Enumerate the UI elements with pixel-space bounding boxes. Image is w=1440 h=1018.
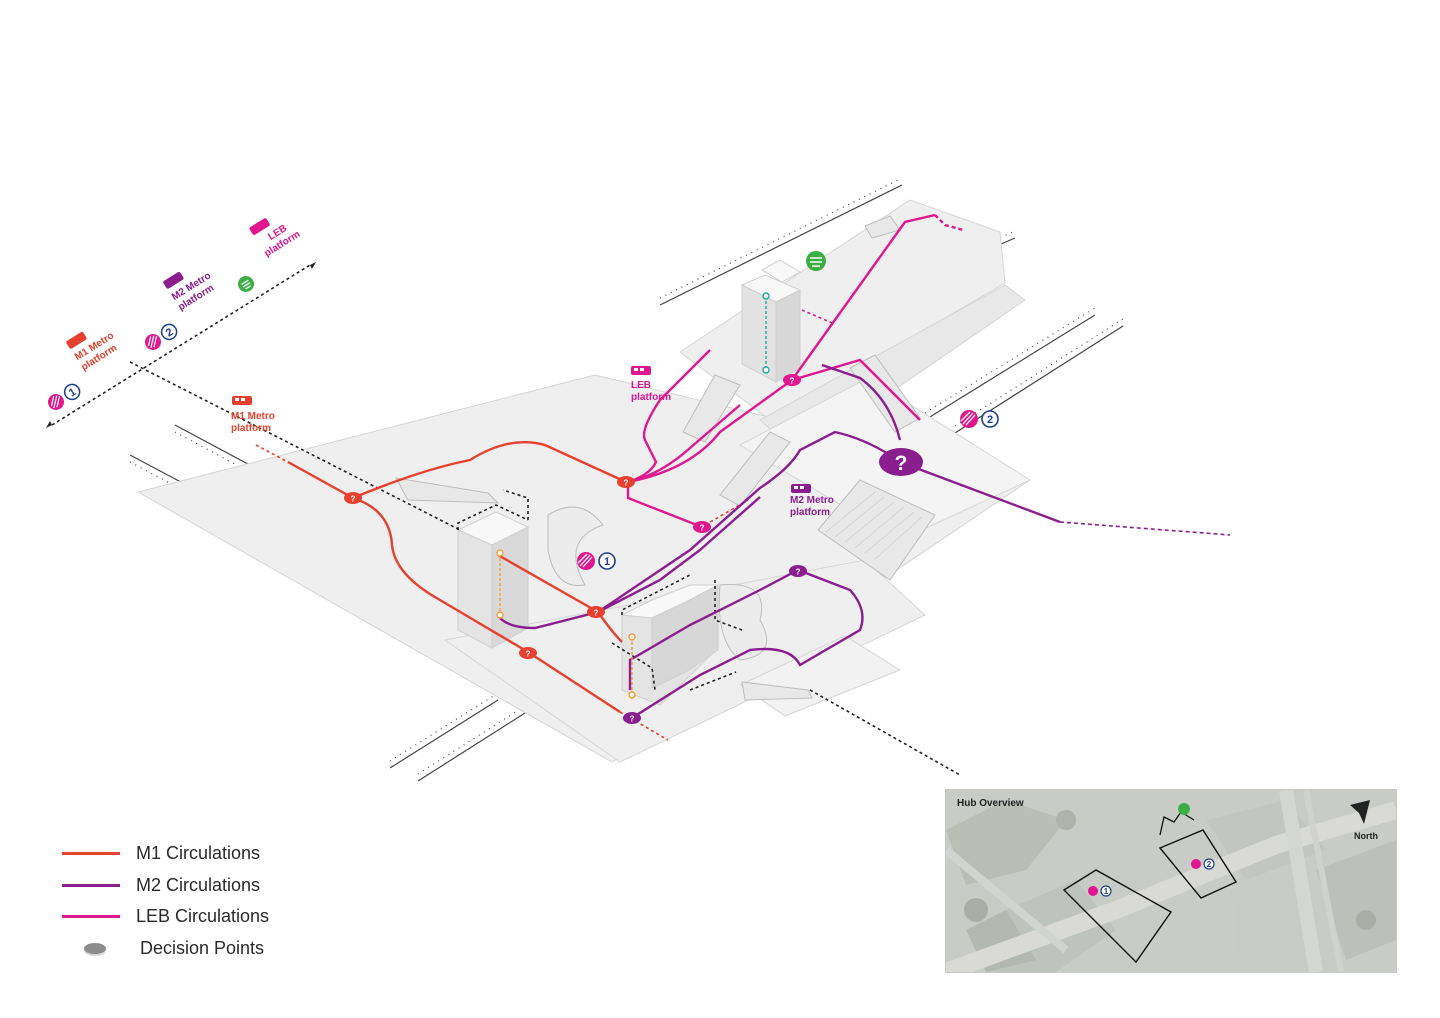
m1-badge-main: 1 — [577, 552, 616, 570]
svg-text:1: 1 — [604, 556, 610, 568]
svg-text:?: ? — [526, 650, 531, 659]
svg-text:platform: platform — [631, 392, 671, 403]
building-volumes — [456, 259, 802, 706]
overview-title: Hub Overview — [957, 798, 1024, 809]
stair-treads — [825, 491, 923, 560]
overview-marker-1: 1 — [1088, 885, 1112, 897]
legend-label: M1 Circulations — [136, 843, 261, 864]
m1-swatch — [62, 852, 120, 856]
hub-overview-map: 1 2 Hub Overview North — [945, 789, 1397, 973]
decision-point-m1: ? — [344, 492, 362, 504]
m2-platform-label: M2 Metro platform — [790, 484, 834, 518]
decision-point-m2: ? — [623, 712, 641, 724]
svg-text:1: 1 — [1104, 887, 1109, 896]
svg-text:?: ? — [796, 568, 801, 577]
decision-point-leb: ? — [693, 521, 711, 533]
decision-point-leb: ? — [783, 374, 801, 386]
legend: M1 Circulations M2 Circulations LEB Circ… — [62, 838, 269, 964]
legend-label: LEB Circulations — [136, 906, 270, 927]
svg-text:LEB: LEB — [631, 380, 651, 391]
north-arrow-icon — [1350, 800, 1370, 824]
svg-text:M2 Metro: M2 Metro — [790, 495, 834, 506]
svg-text:?: ? — [351, 495, 356, 504]
legend-item-m2: M2 Circulations — [62, 870, 269, 902]
svg-text:?: ? — [895, 452, 908, 475]
vertical-connectors — [496, 292, 770, 699]
m2-badge-main: 2 — [960, 410, 999, 428]
decision-point-m1: ? — [519, 647, 537, 659]
section-index: 1 M1 Metro platform 2 M2 Metro platform … — [46, 218, 316, 428]
decision-point-swatch — [84, 942, 106, 954]
decision-point-m1: ? — [587, 606, 605, 618]
svg-text:?: ? — [594, 609, 599, 618]
floor-slabs — [136, 199, 1032, 763]
svg-text:?: ? — [630, 715, 635, 724]
decision-points: ? ? ? ? ? ? ? ? ? — [344, 374, 923, 724]
svg-text:M1 Metro: M1 Metro — [231, 411, 275, 422]
overview-leb-marker — [1178, 803, 1190, 815]
legend-item-leb: LEB Circulations — [62, 901, 269, 933]
svg-text:platform: platform — [231, 423, 271, 434]
aerial-map: 1 2 — [946, 790, 1396, 972]
m2-swatch — [62, 883, 120, 887]
connector-lines — [51, 264, 961, 776]
leb-circulation — [626, 213, 964, 529]
svg-text:?: ? — [700, 524, 705, 533]
leb-swatch — [62, 915, 120, 919]
svg-text:platform: platform — [790, 507, 830, 518]
svg-text:1: 1 — [67, 386, 79, 399]
leb-green-badge — [806, 251, 826, 271]
svg-text:2: 2 — [164, 326, 176, 339]
legend-label: Decision Points — [140, 937, 265, 958]
decision-point-m1: ? — [617, 476, 635, 488]
decision-point-m2-main: ? — [879, 448, 923, 476]
leb-platform-label: LEB platform — [631, 366, 671, 403]
legend-item-m1: M1 Circulations — [62, 838, 269, 870]
m2-circulation — [499, 363, 1231, 720]
overview-marker-2: 2 — [1191, 858, 1215, 870]
svg-text:?: ? — [790, 377, 795, 386]
legend-item-decision: Decision Points — [62, 933, 269, 965]
svg-text:2: 2 — [987, 414, 993, 426]
svg-text:2: 2 — [1207, 860, 1212, 869]
m1-platform-label: M1 Metro platform — [231, 396, 275, 434]
decision-point-m2: ? — [789, 565, 807, 577]
svg-text:?: ? — [624, 479, 629, 488]
north-label: North — [1354, 831, 1378, 841]
legend-label: M2 Circulations — [136, 874, 261, 895]
